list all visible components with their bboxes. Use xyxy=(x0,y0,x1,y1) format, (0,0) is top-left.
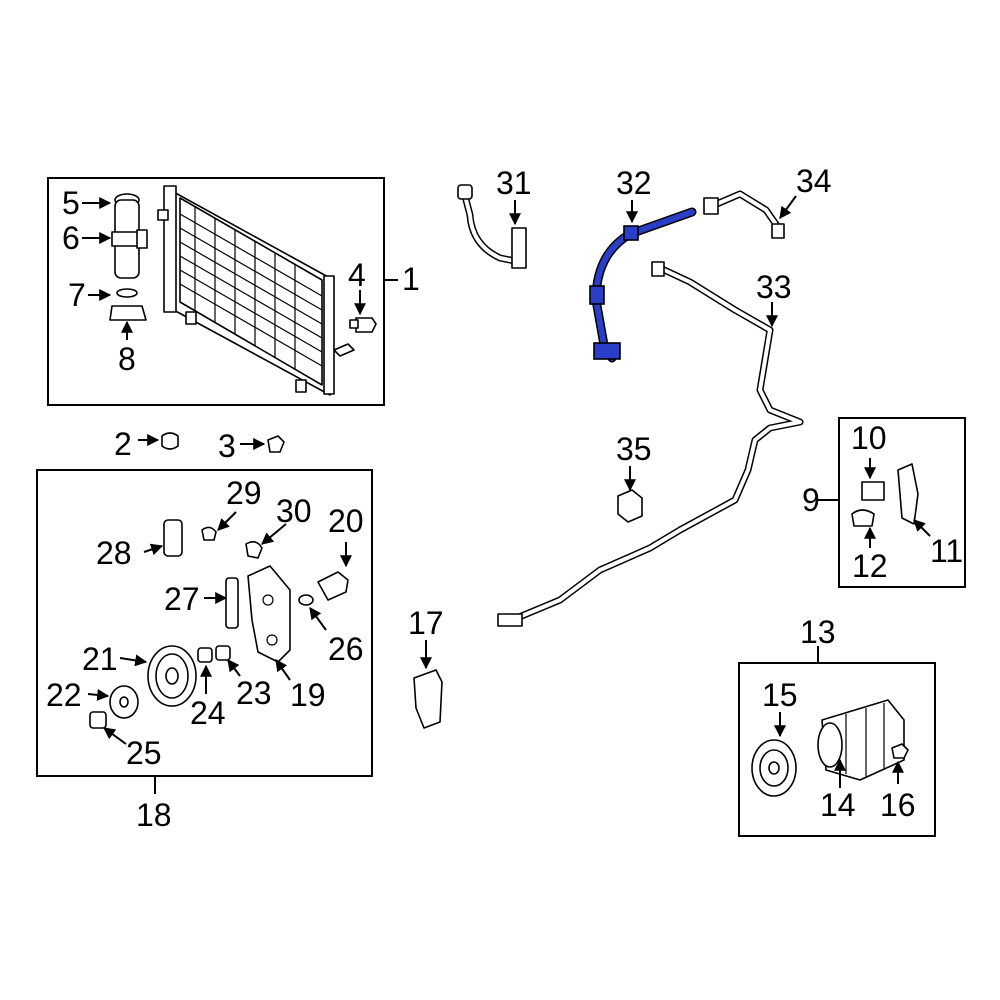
callout-28: 28 xyxy=(96,535,132,571)
callout-7: 7 xyxy=(68,277,86,313)
callout-15: 15 xyxy=(762,677,798,713)
drier-bracket xyxy=(109,305,147,321)
compressor-clutch xyxy=(751,739,797,797)
compressor-bolt xyxy=(891,743,909,759)
callout-14: 14 xyxy=(820,787,856,823)
fastener-clip xyxy=(267,435,285,453)
callout-22: 22 xyxy=(46,677,82,713)
compressor-bracket xyxy=(247,565,291,663)
o-ring xyxy=(116,288,138,298)
callout-35: 35 xyxy=(616,431,652,467)
callout-19: 19 xyxy=(290,677,326,713)
suction-hose-highlighted xyxy=(589,207,697,363)
pulley-small xyxy=(109,685,139,719)
washer xyxy=(298,594,314,606)
sensor-clip xyxy=(851,509,875,527)
callout-labels: 1 2 3 4 5 6 7 8 9 10 11 12 13 14 15 16 1… xyxy=(46,163,963,833)
callout-5: 5 xyxy=(62,185,80,221)
callout-12: 12 xyxy=(852,548,888,584)
callout-4: 4 xyxy=(348,257,366,293)
callout-9: 9 xyxy=(802,482,820,518)
callout-26: 26 xyxy=(328,631,364,667)
compressor-group-box xyxy=(738,662,936,837)
bushing-a xyxy=(197,647,213,663)
sensor-group-box xyxy=(838,417,966,588)
callout-16: 16 xyxy=(880,787,916,823)
callout-34: 34 xyxy=(796,163,832,199)
spacer-nut xyxy=(89,711,107,729)
callout-21: 21 xyxy=(82,641,118,677)
callout-6: 6 xyxy=(62,220,80,256)
callout-11: 11 xyxy=(930,533,963,569)
callout-32: 32 xyxy=(616,165,652,201)
compressor-mount-group-box xyxy=(36,469,373,777)
discharge-hose xyxy=(457,184,527,269)
callout-25: 25 xyxy=(126,735,162,771)
callout-17: 17 xyxy=(408,605,444,641)
condenser xyxy=(157,185,355,396)
small-clip-b xyxy=(245,540,263,559)
line-clip xyxy=(617,489,643,523)
liquid-line xyxy=(703,190,785,239)
callout-30: 30 xyxy=(276,493,312,529)
callout-27: 27 xyxy=(164,581,200,617)
adjuster-bolt xyxy=(317,571,349,601)
fastener-nut xyxy=(161,432,179,450)
callout-20: 20 xyxy=(328,503,364,539)
callout-3: 3 xyxy=(218,428,236,464)
line-bracket xyxy=(413,669,443,729)
refrigerant-line xyxy=(497,261,804,627)
callout-13: 13 xyxy=(800,614,836,650)
callout-24: 24 xyxy=(190,695,226,731)
pressure-switch xyxy=(349,317,377,333)
callout-29: 29 xyxy=(226,475,262,511)
callout-31: 31 xyxy=(496,165,532,201)
leader-lines xyxy=(82,195,931,794)
callout-23: 23 xyxy=(236,675,272,711)
callout-18: 18 xyxy=(136,797,172,833)
callout-33: 33 xyxy=(756,269,792,305)
idler-arm xyxy=(225,577,239,629)
compressor-body xyxy=(817,699,905,781)
small-clip-a xyxy=(201,526,217,541)
sensor-connector xyxy=(861,481,885,501)
callout-1: 1 xyxy=(402,261,420,297)
callout-8: 8 xyxy=(118,341,136,377)
bushing-b xyxy=(215,645,231,661)
pulley-large xyxy=(147,645,197,707)
condenser-group-box xyxy=(47,177,385,406)
receiver-drier xyxy=(111,193,148,279)
callout-10: 10 xyxy=(851,420,887,456)
tensioner-plug xyxy=(163,519,183,557)
sensor-bracket xyxy=(897,463,919,525)
callout-2: 2 xyxy=(114,426,132,462)
